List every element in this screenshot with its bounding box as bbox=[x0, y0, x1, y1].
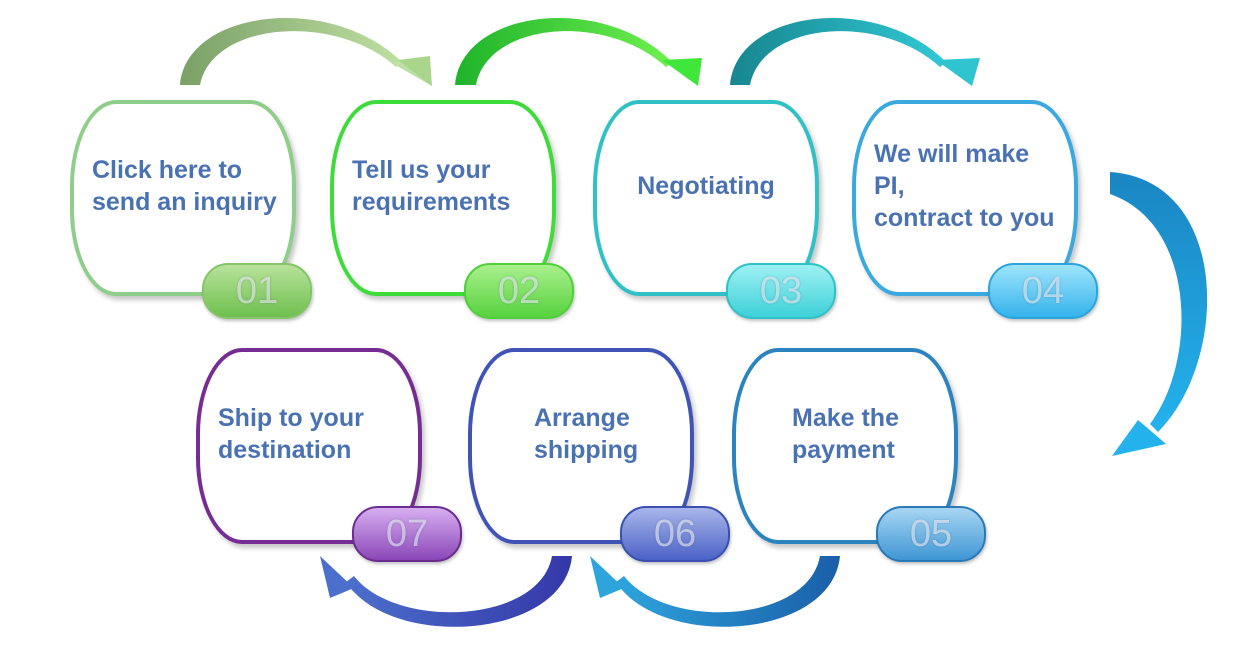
step-text-02: Tell us your requirements bbox=[352, 156, 511, 216]
step-number-03: 03 bbox=[726, 263, 836, 319]
arrow-06-07 bbox=[320, 556, 572, 627]
step-text-01: Click here to send an inquiry bbox=[92, 156, 277, 216]
step-number-01: 01 bbox=[202, 263, 312, 319]
step-number-06: 06 bbox=[620, 506, 730, 562]
arrow-01-02 bbox=[180, 18, 432, 86]
arrow-03-04 bbox=[730, 18, 980, 86]
arrow-04-05 bbox=[1110, 172, 1208, 456]
step-number-04: 04 bbox=[988, 263, 1098, 319]
arrow-02-03 bbox=[455, 18, 702, 86]
arrow-05-06 bbox=[590, 556, 840, 627]
step-text-06: Arrange shipping bbox=[534, 404, 639, 464]
step-number-02: 02 bbox=[464, 263, 574, 319]
step-card-03[interactable]: Negotiating bbox=[593, 100, 819, 296]
step-text-03: Negotiating bbox=[637, 172, 775, 200]
step-card-05[interactable]: Make the payment bbox=[732, 348, 958, 544]
step-number-07: 07 bbox=[352, 506, 462, 562]
step-number-05: 05 bbox=[876, 506, 986, 562]
step-text-04: We will make PI, contract to you bbox=[874, 140, 1055, 232]
step-text-05: Make the payment bbox=[792, 404, 899, 464]
step-text-07: Ship to your destination bbox=[218, 404, 364, 464]
